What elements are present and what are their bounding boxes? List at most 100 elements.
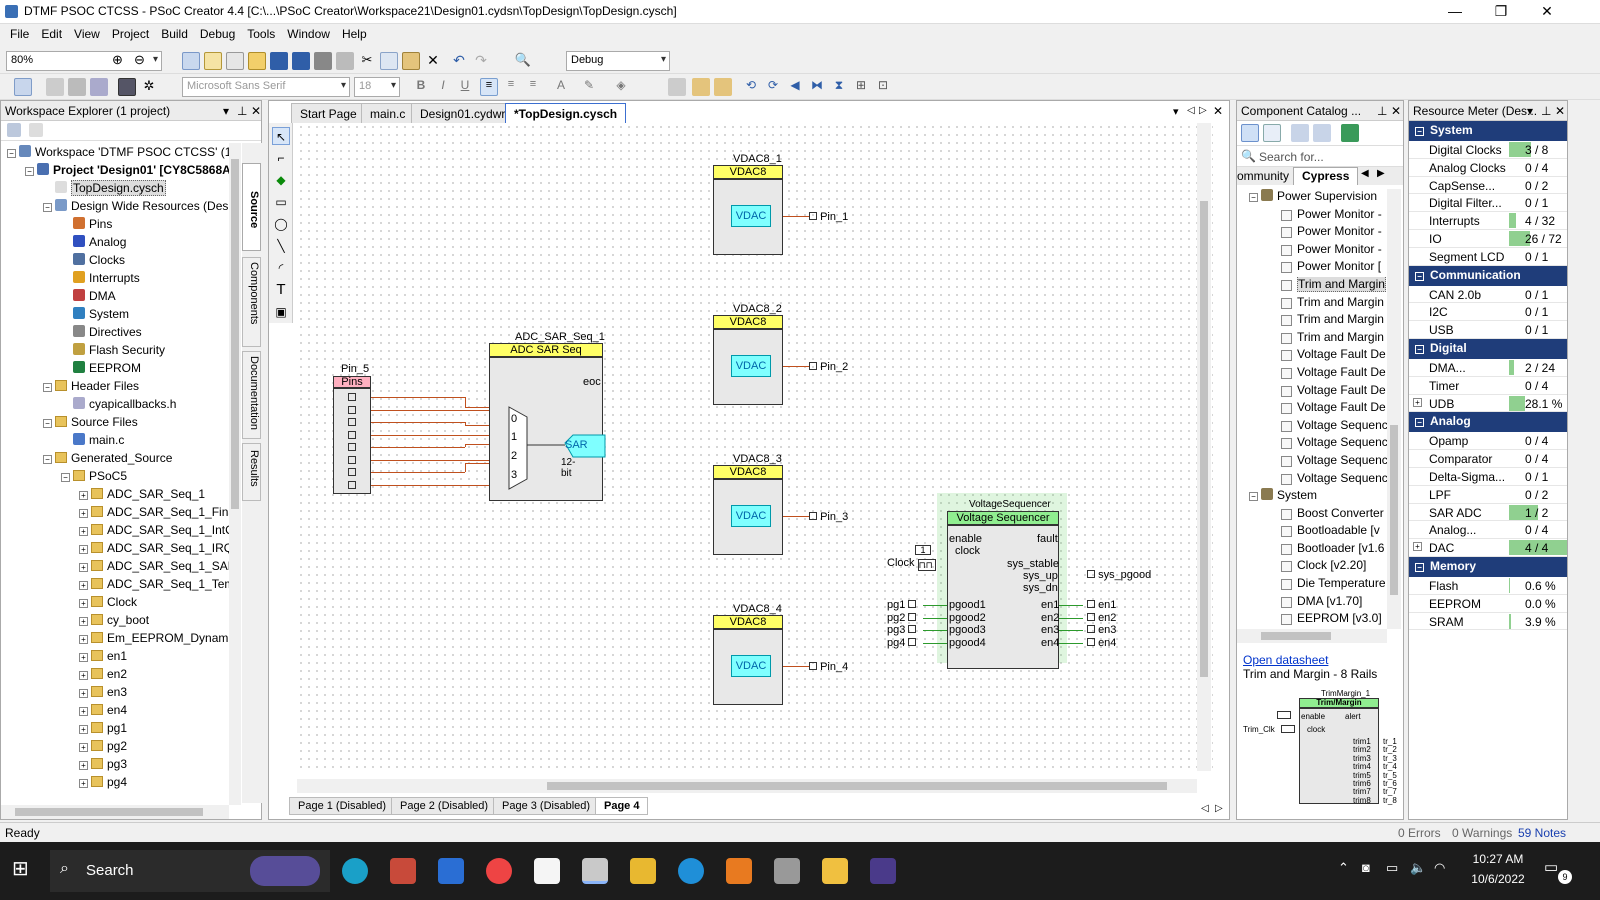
tree-folder[interactable]: +en1 xyxy=(3,647,231,665)
build-config-combo[interactable]: Debug xyxy=(566,51,670,71)
tab-topdesign[interactable]: *TopDesign.cysch xyxy=(505,103,627,123)
arrange-icon[interactable] xyxy=(668,78,686,96)
menu-help[interactable]: Help xyxy=(341,27,367,41)
resource-section-header[interactable]: −Analog xyxy=(1409,412,1567,433)
catalog-item[interactable]: Voltage Fault De xyxy=(1237,347,1387,365)
collapse-icon[interactable]: − xyxy=(1415,418,1424,428)
collapse-icon[interactable]: − xyxy=(1415,271,1424,281)
en-output-pin[interactable]: en3 xyxy=(1087,624,1116,636)
catalog-close-icon[interactable]: ✕ xyxy=(1391,104,1402,118)
tree-item[interactable]: DMA xyxy=(3,287,231,305)
menu-edit[interactable]: Edit xyxy=(41,27,63,41)
select-tool-icon[interactable]: ↖ xyxy=(272,127,290,145)
expander-icon[interactable]: + xyxy=(1413,542,1422,552)
paste-icon[interactable] xyxy=(402,52,420,70)
catalog-item[interactable]: Trim and Margin xyxy=(1237,295,1387,313)
expander-icon[interactable]: + xyxy=(79,635,88,644)
catalog-export-icon[interactable] xyxy=(1313,124,1331,142)
tray-wifi-icon[interactable]: ◠ xyxy=(1434,860,1446,875)
print-preview-icon[interactable] xyxy=(336,52,354,70)
tree-folder[interactable]: +ADC_SAR_Seq_1_SAR xyxy=(3,557,231,575)
workspace-scrollbar[interactable] xyxy=(229,143,241,805)
pin-terminal[interactable] xyxy=(348,405,356,414)
tray-chevron-icon[interactable]: ⌃ xyxy=(1338,860,1349,875)
resource-pin-icon[interactable]: ⊥ xyxy=(1541,104,1552,118)
psoc-app-icon[interactable] xyxy=(582,858,608,884)
page-tab-4[interactable]: Page 4 xyxy=(595,797,649,815)
tree-item[interactable]: −Project 'Design01' [CY8C5868AX xyxy=(3,161,231,179)
catalog-import-icon[interactable] xyxy=(1291,124,1309,142)
zoom-combo[interactable]: 80% xyxy=(6,51,162,71)
catalog-item[interactable]: Bootloader [v1.6 xyxy=(1237,541,1387,559)
tab-next-icon[interactable]: ▷ xyxy=(1199,105,1207,116)
rectangle-tool-icon[interactable]: ▭ xyxy=(275,195,287,209)
status-warnings[interactable]: 0 Warnings xyxy=(1452,826,1513,840)
send-back-icon[interactable] xyxy=(714,78,732,96)
menu-view[interactable]: View xyxy=(74,27,100,41)
mirror-icon[interactable]: ⧓ xyxy=(811,78,823,92)
tree-item[interactable]: Interrupts xyxy=(3,269,231,287)
output-pin[interactable]: Pin_1 xyxy=(809,211,848,223)
tree-folder[interactable]: +pg4 xyxy=(3,773,231,791)
tray-network-icon[interactable]: ▭ xyxy=(1386,860,1399,875)
open-datasheet-link[interactable]: Open datasheet xyxy=(1243,653,1329,667)
wire-tool-icon[interactable]: ⌐ xyxy=(277,151,285,165)
expander-icon[interactable]: + xyxy=(79,689,88,698)
tree-item[interactable]: Pins xyxy=(3,215,231,233)
catalog-pin-icon[interactable]: ⊥ xyxy=(1377,104,1388,118)
new-project-icon[interactable] xyxy=(182,52,200,70)
pin-terminal[interactable] xyxy=(348,430,356,439)
expander-icon[interactable]: + xyxy=(79,617,88,626)
font-size-combo[interactable]: 18 xyxy=(354,77,400,97)
pg-input-pin[interactable]: pg4 xyxy=(887,637,917,649)
mail-app-icon[interactable] xyxy=(438,858,464,884)
tree-folder[interactable]: +ADC_SAR_Seq_1_TempBu xyxy=(3,575,231,593)
catalog-item[interactable]: Trim and Margin xyxy=(1237,276,1387,295)
explorer-app-icon[interactable] xyxy=(630,858,656,884)
font-combo[interactable]: Microsoft Sans Serif xyxy=(182,77,350,97)
catalog-item[interactable]: DMA [v1.70] xyxy=(1237,594,1387,612)
tree-item[interactable]: Directives xyxy=(3,323,231,341)
en-output-pin[interactable]: en2 xyxy=(1087,612,1116,624)
expander-icon[interactable]: − xyxy=(1249,193,1258,202)
doc-close-icon[interactable]: ✕ xyxy=(1213,104,1224,118)
catalog-item[interactable]: Power Monitor [ xyxy=(1237,259,1387,277)
tree-folder[interactable]: −PSoC5 xyxy=(3,467,231,485)
catalog-item[interactable]: Voltage Sequenc xyxy=(1237,435,1387,453)
arc-tool-icon[interactable]: ◜ xyxy=(278,261,284,275)
collapse-icon[interactable]: − xyxy=(1415,127,1424,136)
side-tab-documentation[interactable]: Documentation xyxy=(242,351,261,439)
tree-folder[interactable]: +pg3 xyxy=(3,755,231,773)
tree-item[interactable]: cyapicallbacks.h xyxy=(3,395,231,413)
network-app-icon[interactable] xyxy=(774,858,800,884)
taskbar-date[interactable]: 10/6/2022 xyxy=(1471,872,1525,886)
collapse-all-icon[interactable] xyxy=(7,123,21,137)
expander-icon[interactable]: − xyxy=(25,167,34,176)
catalog-item[interactable]: Trim and Margin xyxy=(1237,330,1387,348)
catalog-item[interactable]: EEPROM [v3.0] xyxy=(1237,611,1387,629)
expander-icon[interactable]: + xyxy=(79,743,88,752)
app-icon-12[interactable] xyxy=(870,858,896,884)
tree-folder[interactable]: +ADC_SAR_Seq_1 xyxy=(3,485,231,503)
output-pin[interactable]: Pin_3 xyxy=(809,511,848,523)
tree-folder[interactable]: +pg2 xyxy=(3,737,231,755)
terminal-tool-icon[interactable]: ◆ xyxy=(276,173,286,187)
expander-icon[interactable]: − xyxy=(61,473,70,482)
maximize-button[interactable]: ❐ xyxy=(1494,3,1508,19)
en-output-pin[interactable]: en4 xyxy=(1087,637,1116,649)
catalog-tab-community[interactable]: ommunity xyxy=(1237,169,1290,183)
tree-folder[interactable]: +Clock xyxy=(3,593,231,611)
refresh-icon[interactable] xyxy=(29,123,43,137)
windows-start-icon[interactable]: ⊞ xyxy=(12,858,29,880)
catalog-item[interactable]: Clock [v2.20] xyxy=(1237,558,1387,576)
catalog-vscrollbar[interactable] xyxy=(1387,189,1401,629)
chrome-app-icon[interactable] xyxy=(486,858,512,884)
copy-icon[interactable] xyxy=(380,52,398,70)
status-notes[interactable]: 59 Notes xyxy=(1518,826,1567,840)
expander-icon[interactable]: + xyxy=(79,509,88,518)
tree-folder[interactable]: +en4 xyxy=(3,701,231,719)
expander-icon[interactable]: + xyxy=(79,707,88,716)
rotate-right-icon[interactable]: ⟳ xyxy=(767,78,779,92)
chip-icon[interactable] xyxy=(118,78,136,96)
pin-icon[interactable]: ⊥ xyxy=(237,104,248,118)
